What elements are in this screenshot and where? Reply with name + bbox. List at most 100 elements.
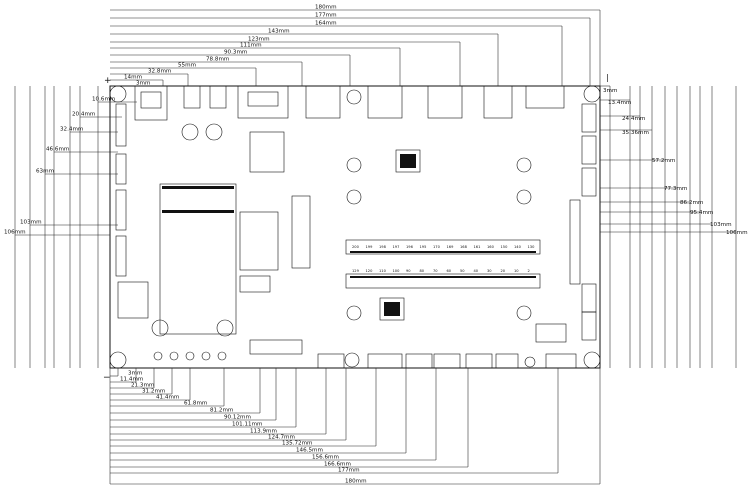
dimension-label: 156.6mm xyxy=(312,455,339,461)
mounting-hole-inner-4 xyxy=(346,157,362,173)
dimension-label: 86.2mm xyxy=(680,200,703,206)
dimension-label: 177mm xyxy=(338,468,360,474)
mini-pcie-connector-2 xyxy=(162,210,234,213)
ram-pin-number: 110 xyxy=(379,269,387,273)
ram-pin-number: 100 xyxy=(393,269,401,273)
ram-pin-number: 169 xyxy=(447,245,455,249)
dimension-label: 21.3mm xyxy=(131,383,154,389)
minus-marker: − xyxy=(103,373,111,383)
left-header-5 xyxy=(117,281,149,319)
ram-pin-number: 80 xyxy=(420,269,425,273)
dimension-label: 13.4mm xyxy=(608,100,631,106)
dimension-label: 111mm xyxy=(240,43,262,49)
sata-port xyxy=(239,275,271,293)
bottom-header-4 xyxy=(433,353,461,369)
dimension-label: 14mm xyxy=(124,75,142,81)
dimension-label: 77.3mm xyxy=(664,186,687,192)
dimension-label: 166.6mm xyxy=(324,462,351,468)
dimension-label: 61.8mm xyxy=(184,401,207,407)
dimension-label: 32.4mm xyxy=(60,127,83,133)
ram-slot-upper xyxy=(345,239,541,255)
ram-pin-number: 70 xyxy=(433,269,438,273)
usb-connector xyxy=(183,85,201,109)
chipset-chip xyxy=(379,297,405,321)
bottom-led-4 xyxy=(201,351,211,361)
dimension-label: 180mm xyxy=(315,5,337,11)
dimension-label: 113.9mm xyxy=(250,429,277,435)
dimension-label: 3mm xyxy=(128,371,142,377)
mounting-hole-inner-6 xyxy=(346,305,362,321)
bottom-led-3 xyxy=(185,351,195,361)
bottom-led-5 xyxy=(217,351,227,361)
bottom-led-2 xyxy=(169,351,179,361)
bottom-header-3 xyxy=(405,353,433,369)
mounting-hole-inner-7 xyxy=(516,157,532,173)
power-jack-connector xyxy=(134,85,168,121)
dimension-label: 103mm xyxy=(710,222,732,228)
bottom-led-1 xyxy=(153,351,163,361)
dimension-label: 20.4mm xyxy=(72,112,95,118)
mounting-hole-inner-5 xyxy=(346,189,362,205)
ram-pin-number: 198 xyxy=(379,245,387,249)
mounting-hole-inner-8 xyxy=(516,189,532,205)
dimension-label: 164mm xyxy=(315,21,337,27)
dimension-label: 106mm xyxy=(726,230,748,236)
dimension-label: 90.12mm xyxy=(224,415,251,421)
ram-slot-lower-pins xyxy=(350,276,536,278)
mini-pcie-connector-1 xyxy=(162,186,234,189)
ram-pin-number: 200 xyxy=(352,245,360,249)
right-header-3 xyxy=(581,167,597,197)
dimension-label: 146.5mm xyxy=(296,448,323,454)
dimension-label: 32.8mm xyxy=(148,69,171,75)
ram-pin-number: 170 xyxy=(433,245,441,249)
gpio-header xyxy=(291,195,311,269)
left-header-1 xyxy=(115,103,127,147)
bottom-header-6 xyxy=(495,353,519,369)
dimension-label: 31.2mm xyxy=(142,389,165,395)
ram-pin-number: 168 xyxy=(460,245,468,249)
pin-marker-top-right: | xyxy=(606,73,609,82)
dimension-label: 95.4mm xyxy=(690,210,713,216)
dimension-label: 135.72mm xyxy=(282,441,312,447)
usb-connector-2 xyxy=(209,85,227,109)
right-header-5 xyxy=(581,311,597,341)
dimension-label: 124.7mm xyxy=(268,435,295,441)
bottom-header-7 xyxy=(545,353,577,369)
mounting-hole-top-right xyxy=(583,85,601,103)
dimension-label: 177mm xyxy=(315,13,337,19)
dimension-label: 101.11mm xyxy=(232,422,262,428)
ram-pin-number: 50 xyxy=(460,269,465,273)
left-header-2 xyxy=(115,153,127,185)
ram-pin-number: 129 xyxy=(352,269,360,273)
bottom-header-1 xyxy=(317,353,345,369)
bottom-dimension-lines: 3mm11.4mm21.3mm31.2mm41.4mm61.8mm81.2mm9… xyxy=(109,368,601,485)
right-pin-header xyxy=(569,199,581,285)
mounting-hole-bottom-right xyxy=(583,351,601,369)
left-header-4 xyxy=(115,235,127,277)
ram-pin-number: 130 xyxy=(528,245,536,249)
cpu-die xyxy=(400,154,416,168)
left-header-3 xyxy=(115,189,127,231)
ram-pin-number: 20 xyxy=(501,269,506,273)
dimension-label: 81.2mm xyxy=(210,408,233,414)
power-ic xyxy=(535,323,567,343)
right-header-1 xyxy=(581,103,597,133)
dimension-label: 103mm xyxy=(20,220,42,226)
lan-connector-2 xyxy=(367,85,403,119)
chipset-die xyxy=(384,302,400,316)
dimension-label: 78.8mm xyxy=(206,57,229,63)
dimension-label: 123mm xyxy=(248,37,270,43)
ram-pin-number: 140 xyxy=(514,245,522,249)
dimension-label: 143mm xyxy=(268,29,290,35)
ram-pin-number: 161 xyxy=(474,245,481,249)
ram-pin-number: 197 xyxy=(393,245,400,249)
lvds-connector xyxy=(249,339,303,355)
dimension-label: 3mm xyxy=(603,88,617,94)
ram-pin-number: 30 xyxy=(487,269,492,273)
buzzer xyxy=(181,123,199,141)
dimension-label: 180mm xyxy=(345,479,367,485)
vga-connector xyxy=(237,85,289,119)
